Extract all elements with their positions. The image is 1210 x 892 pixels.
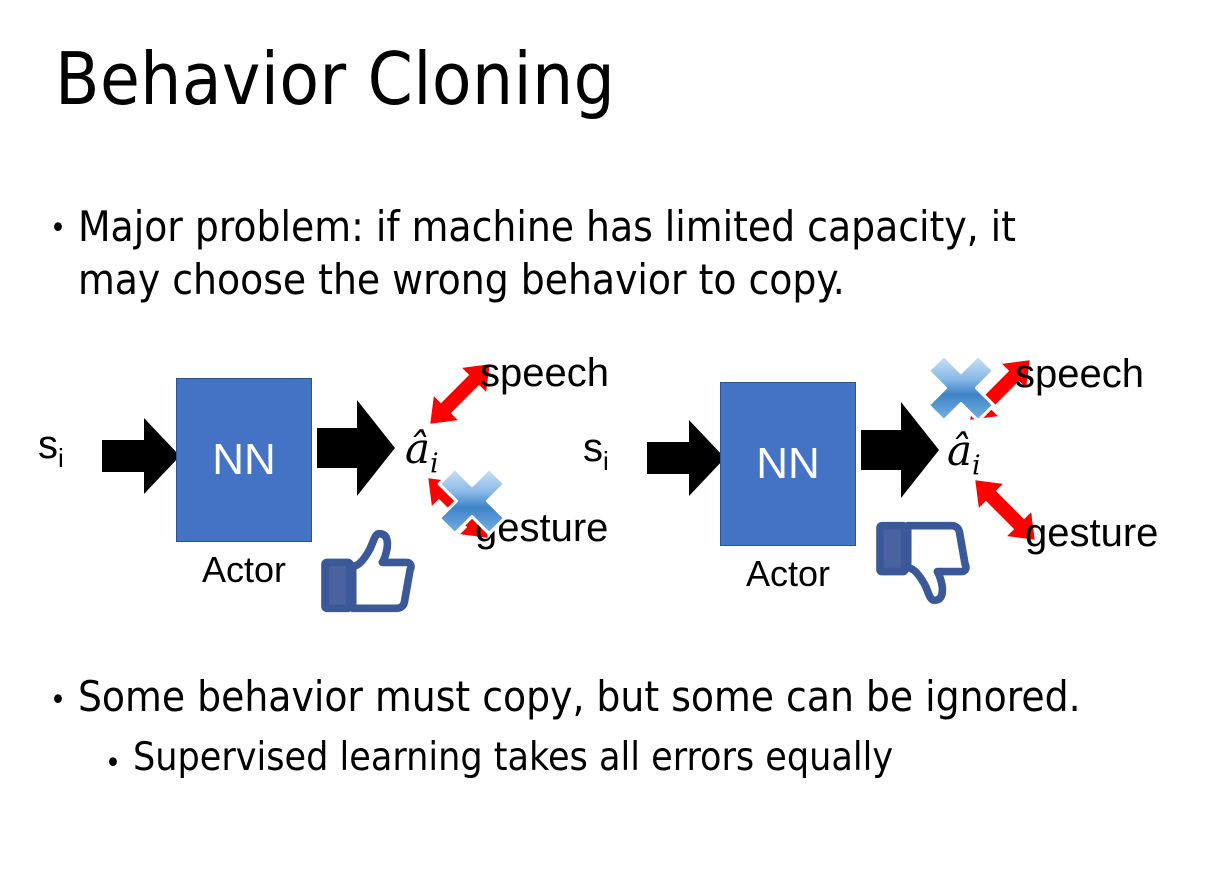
actor-caption-left: Actor [201,549,287,590]
bullet-top-text: Major problem: if machine has limited ca… [78,200,1088,307]
bullet-top-line1: Major problem: if machine has limited ca… [77,202,1016,251]
action-symbol: â [405,424,431,473]
branch-label-gesture-right: gesture [1025,511,1159,555]
bullet-top-line2: may choose the wrong behavior to copy. [77,255,845,305]
output-arrow-icon-left [317,400,395,496]
action-label-left: âi [405,428,439,480]
diagram-left: si NN Actor âi [20,330,610,630]
action-symbol: â [947,426,973,475]
branch-arrow-gesture-right [955,460,1055,560]
nn-box-left: NN [176,378,312,542]
state-subscript: i [603,446,609,476]
bullet-bottom-level2-text: Supervised learning takes all errors equ… [132,735,894,780]
action-label-right: âi [947,430,981,482]
bullet-bottom-level1: • Some behavior must copy, but some can … [50,672,1160,722]
nn-box-right: NN [720,382,856,546]
state-symbol: s [583,426,603,470]
bullet-top: • Major problem: if machine has limited … [50,200,1130,307]
action-subscript: i [972,450,981,482]
input-arrow-icon-left [102,418,180,494]
bullet-bottom-level2: • Supervised learning takes all errors e… [105,735,1165,782]
bullet-marker-icon: • [50,683,66,718]
cross-out-icon-speech-right [922,349,1000,427]
state-subscript: i [58,443,64,473]
action-subscript: i [430,448,439,480]
state-symbol: s [38,423,58,467]
state-label-left: si [38,425,64,471]
branch-arrow-speech-left [410,344,510,444]
branch-label-speech-left: speech [480,351,609,395]
bullet-marker-icon: • [50,211,66,246]
input-arrow-icon-right [647,420,725,496]
diagram-right: si NN Actor âi [565,330,1205,630]
bullet-bottom-level1-text: Some behavior must copy, but some can be… [77,672,1081,721]
bullet-marker-icon: • [105,746,121,781]
nn-box-label-left: NN [212,435,276,484]
thumbs-down-icon [875,520,971,606]
output-arrow-icon-right [861,402,939,498]
actor-caption-right: Actor [745,553,831,594]
branch-label-speech-right: speech [1015,352,1144,396]
cross-out-icon-gesture-left [433,462,511,540]
state-label-right: si [583,428,609,474]
nn-box-label-right: NN [756,439,820,488]
page-title: Behavior Cloning [55,37,616,121]
thumbs-up-icon [320,528,416,614]
